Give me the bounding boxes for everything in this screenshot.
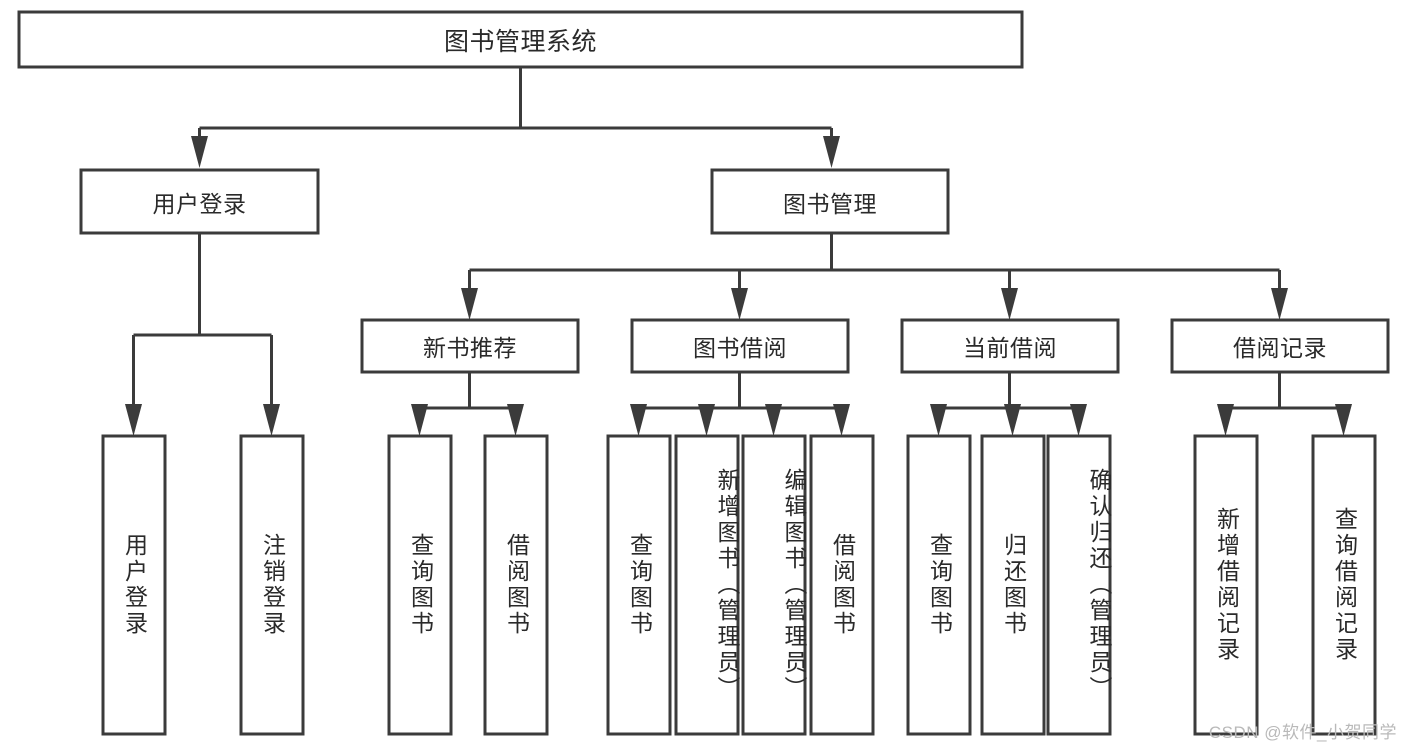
arrow-head-icon — [1004, 404, 1021, 436]
connector-bookmgmt-to-level3 — [461, 233, 1288, 320]
connector-borrowrecord-to-leaves — [1217, 372, 1352, 436]
arrow-head-icon — [698, 404, 715, 436]
node-box-user-login[interactable] — [79, 168, 320, 235]
arrow-head-icon — [461, 288, 478, 320]
node-box-leaf-borrow-book-2[interactable] — [809, 434, 875, 736]
arrow-head-icon — [1217, 404, 1234, 436]
node-box-leaf-add-record[interactable] — [1193, 434, 1259, 736]
connector-currentborrow-to-leaves — [930, 372, 1087, 436]
node-box-book-management[interactable] — [710, 168, 950, 235]
arrow-head-icon — [731, 288, 748, 320]
arrow-head-icon — [823, 136, 840, 168]
connector-bookborrow-to-leaves — [630, 372, 850, 436]
arrow-head-icon — [507, 404, 524, 436]
node-box-book-borrow[interactable] — [630, 318, 850, 374]
arrow-head-icon — [263, 404, 280, 436]
arrow-head-icon — [125, 404, 142, 436]
arrow-head-icon — [1001, 288, 1018, 320]
connector-root-to-level2 — [191, 67, 840, 168]
node-box-leaf-query-book-1[interactable] — [387, 434, 453, 736]
arrow-head-icon — [765, 404, 782, 436]
node-box-leaf-return-book[interactable] — [980, 434, 1046, 736]
node-box-borrow-record[interactable] — [1170, 318, 1390, 374]
node-box-leaf-query-book-3[interactable] — [906, 434, 972, 736]
arrow-head-icon — [1070, 404, 1087, 436]
node-box-new-book-recommend[interactable] — [360, 318, 580, 374]
connector-newbook-to-leaves — [411, 372, 524, 436]
node-box-leaf-edit-book[interactable] — [741, 434, 807, 736]
node-box-leaf-user-login[interactable] — [101, 434, 167, 736]
arrow-head-icon — [833, 404, 850, 436]
arrow-head-icon — [411, 404, 428, 436]
watermark-text: CSDN @软件_小贺同学 — [1208, 723, 1397, 742]
arrow-head-icon — [191, 136, 208, 168]
node-box-leaf-logout-login[interactable] — [239, 434, 305, 736]
node-box-root[interactable] — [17, 10, 1024, 69]
connector-userlogin-to-leaves — [125, 233, 280, 436]
node-box-current-borrow[interactable] — [900, 318, 1120, 374]
arrow-head-icon — [930, 404, 947, 436]
arrow-head-icon — [1271, 288, 1288, 320]
node-box-leaf-confirm-return[interactable] — [1046, 434, 1112, 736]
arrow-head-icon — [1335, 404, 1352, 436]
node-box-leaf-query-book-2[interactable] — [606, 434, 672, 736]
node-box-leaf-borrow-book-1[interactable] — [483, 434, 549, 736]
node-box-leaf-add-book[interactable] — [674, 434, 740, 736]
arrow-head-icon — [630, 404, 647, 436]
node-box-leaf-query-record[interactable] — [1311, 434, 1377, 736]
